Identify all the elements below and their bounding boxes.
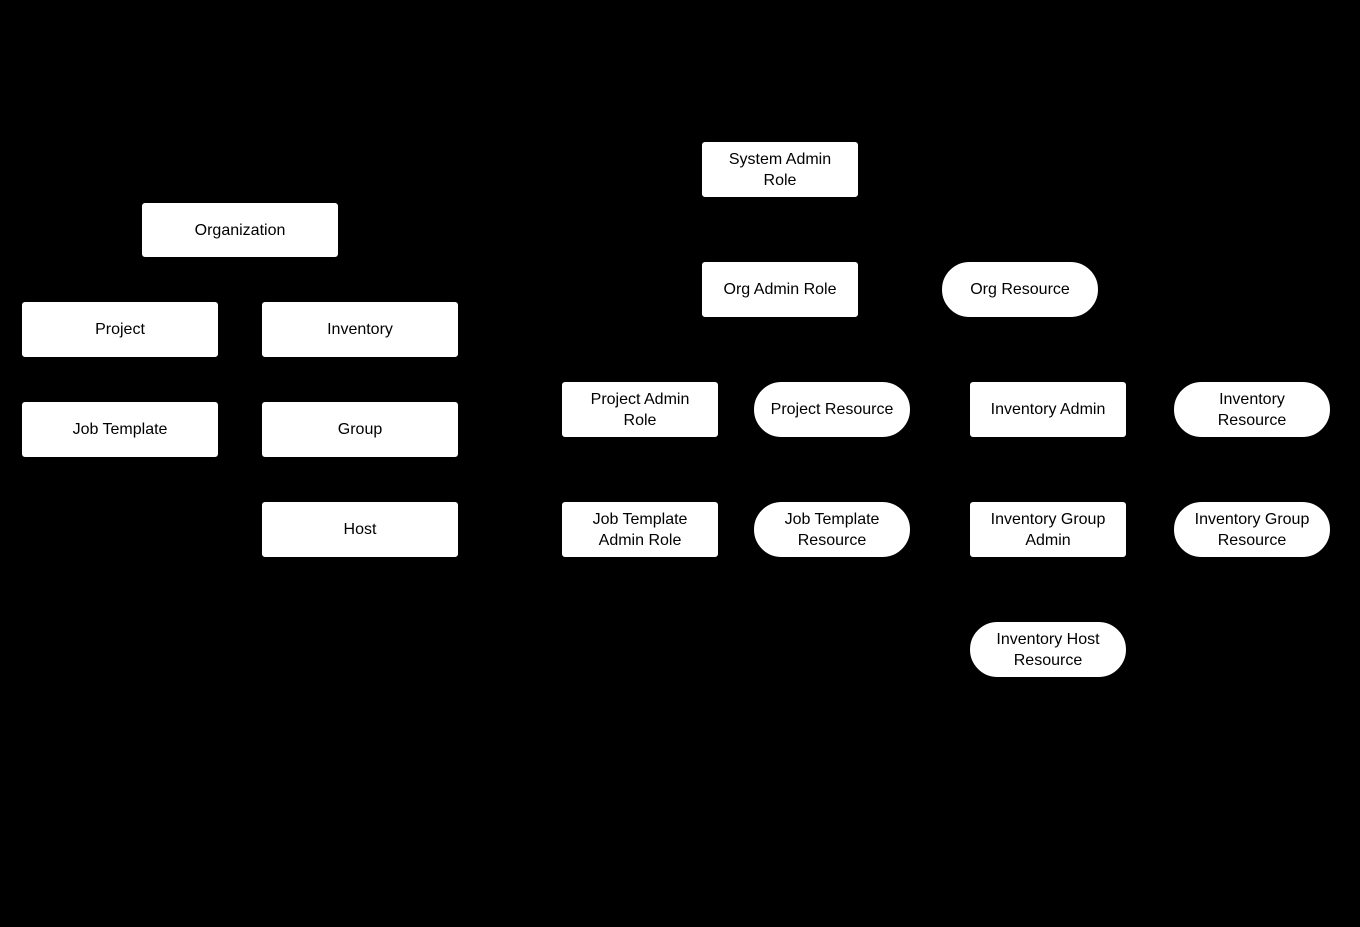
- node-label: Org Admin Role: [723, 281, 837, 298]
- node-label: Organization: [194, 221, 286, 239]
- node-label: Job Template Resource: [784, 510, 880, 549]
- node-inventory: Inventory: [261, 301, 459, 358]
- node-inventory-group-admin: Inventory Group Admin: [969, 501, 1127, 558]
- node-org-admin-role: Org Admin Role: [701, 261, 859, 318]
- node-project-admin-role: Project Admin Role: [561, 381, 719, 438]
- node-project-resource: Project Resource: [753, 381, 911, 438]
- node-system-admin-role: System Admin Role: [701, 141, 859, 198]
- node-org-resource: Org Resource: [941, 261, 1099, 318]
- node-label: Project Resource: [770, 401, 894, 418]
- node-label: Inventory Group Resource: [1194, 510, 1310, 549]
- node-host: Host: [261, 501, 459, 558]
- node-label: Org Resource: [970, 281, 1070, 298]
- node-label: Inventory Admin: [990, 401, 1106, 418]
- node-inventory-resource: Inventory Resource: [1173, 381, 1331, 438]
- node-label: Project Admin Role: [590, 390, 690, 429]
- node-organization: Organization: [141, 202, 339, 258]
- node-label: Inventory: [327, 321, 393, 338]
- node-label: Host: [343, 521, 377, 538]
- node-group: Group: [261, 401, 459, 458]
- node-inventory-admin: Inventory Admin: [969, 381, 1127, 438]
- node-label: Project: [95, 321, 145, 338]
- node-job-template-resource: Job Template Resource: [753, 501, 911, 558]
- node-label: Job Template Admin Role: [592, 510, 688, 549]
- node-project: Project: [21, 301, 219, 358]
- node-inventory-host-resource: Inventory Host Resource: [969, 621, 1127, 678]
- node-label: Inventory Host Resource: [996, 630, 1100, 669]
- node-label: System Admin Role: [728, 150, 832, 189]
- node-label: Job Template: [72, 421, 168, 438]
- node-job-template: Job Template: [21, 401, 219, 458]
- node-job-template-admin-role: Job Template Admin Role: [561, 501, 719, 558]
- node-label: Inventory Group Admin: [990, 510, 1106, 549]
- node-inventory-group-resource: Inventory Group Resource: [1173, 501, 1331, 558]
- node-label: Inventory Resource: [1217, 390, 1287, 429]
- node-label: Group: [337, 421, 383, 438]
